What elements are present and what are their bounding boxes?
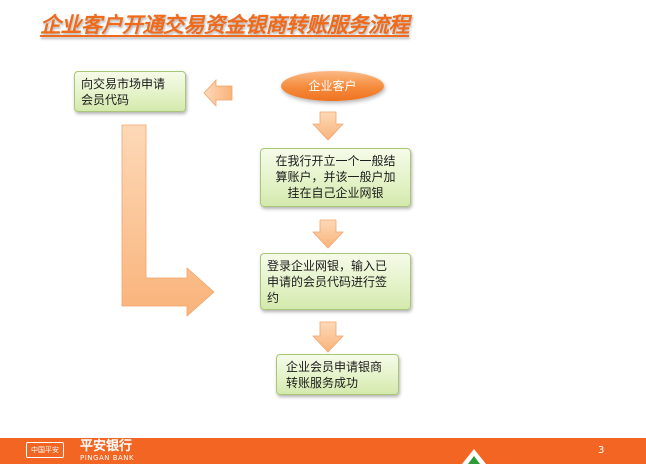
bank-name-cn: 平安银行: [80, 439, 133, 454]
apply-member-code-box: 向交易市场申请 会员代码: [74, 71, 186, 112]
open-account-box: 在我行开立一个一般结 算账户，并该一般户加 挂在自己企业网银: [260, 148, 411, 207]
arrow-down-2: [312, 219, 344, 249]
login-ebank-line-2: 申请的会员代码进行签: [267, 275, 388, 289]
arrow-left: [203, 78, 233, 108]
arrow-down-3: [312, 321, 344, 353]
arrow-l-shape: [121, 124, 215, 317]
start-node-enterprise-client: 企业客户: [281, 71, 384, 101]
page-title: 企业客户开通交易资金银商转账服务流程: [40, 13, 410, 37]
login-ebank-line-1: 登录企业网银，输入已: [267, 259, 388, 273]
open-account-line-2: 算账户，并该一般户加: [275, 170, 396, 184]
service-success-box: 企业会员申请银商 转账服务成功: [276, 354, 399, 395]
pingan-group-logo: 中国平安: [26, 442, 64, 458]
arrow-down-1: [312, 111, 344, 141]
success-line-2: 转账服务成功: [286, 376, 359, 390]
apply-member-code-line-2: 会员代码: [81, 93, 130, 107]
login-ebank-line-3: 约: [267, 291, 280, 305]
login-ebank-box: 登录企业网银，输入已 申请的会员代码进行签 约: [260, 253, 411, 310]
success-line-1: 企业会员申请银商: [286, 360, 383, 374]
page-number: 3: [598, 445, 605, 456]
open-account-line-1: 在我行开立一个一般结: [275, 154, 396, 168]
open-account-line-3: 挂在自己企业网银: [287, 186, 384, 200]
apply-member-code-line-1: 向交易市场申请: [81, 77, 166, 91]
footer-bar: [0, 438, 646, 464]
bank-name-en: PINGAN BANK: [80, 454, 135, 462]
